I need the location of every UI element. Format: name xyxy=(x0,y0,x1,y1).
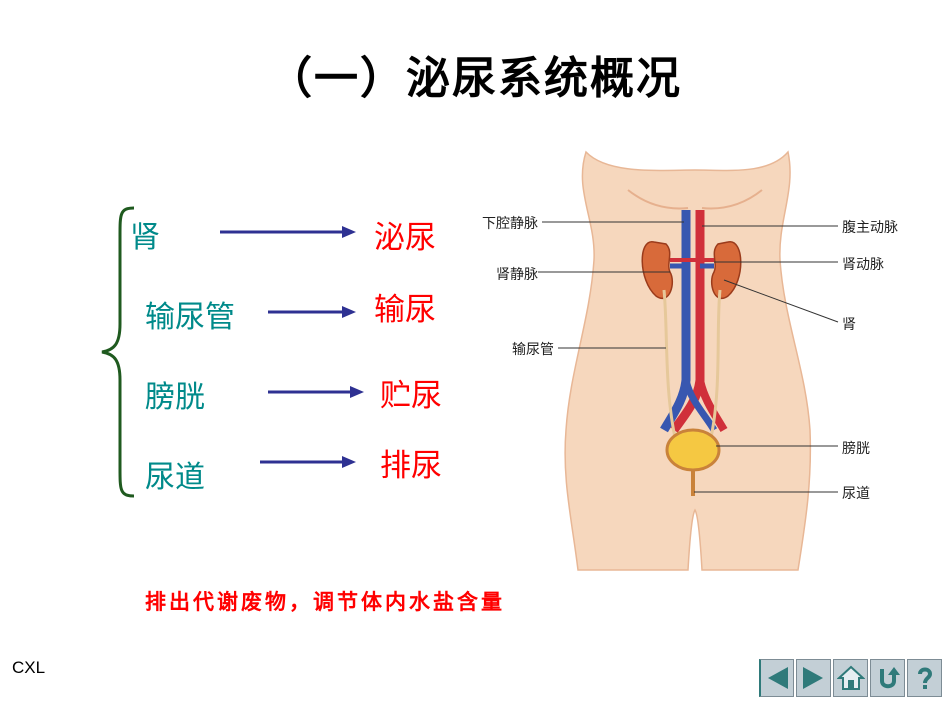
arrow-2 xyxy=(268,306,356,318)
label-kidney: 肾 xyxy=(842,317,856,333)
help-button[interactable] xyxy=(907,659,942,697)
help-icon xyxy=(917,667,932,689)
slide-navigation xyxy=(759,659,942,700)
function-excrete-label: 排尿 xyxy=(380,448,442,484)
label-ureter: 输尿管 xyxy=(512,342,554,358)
label-abdominal-aorta: 腹主动脉 xyxy=(842,220,898,236)
urinary-system-illustration xyxy=(538,150,839,571)
label-inferior-vena-cava: 下腔静脉 xyxy=(482,216,538,232)
label-renal-vein: 肾静脉 xyxy=(496,267,538,283)
return-button[interactable] xyxy=(870,659,905,697)
organ-bladder-label: 膀胱 xyxy=(145,380,205,415)
function-secrete-label: 泌尿 xyxy=(374,220,436,256)
prev-icon xyxy=(768,667,788,689)
label-bladder: 膀胱 xyxy=(842,441,870,457)
author-tag: CXL xyxy=(12,658,46,677)
slide-title: （一）泌尿系统概况 xyxy=(268,53,682,104)
next-button[interactable] xyxy=(796,659,831,697)
label-renal-artery: 肾动脉 xyxy=(842,257,884,273)
function-store-label: 贮尿 xyxy=(380,378,442,414)
organ-urethra-label: 尿道 xyxy=(145,460,205,495)
label-urethra: 尿道 xyxy=(842,486,870,502)
home-icon xyxy=(836,665,865,690)
arrow-4 xyxy=(260,456,356,468)
prev-button[interactable] xyxy=(759,659,794,697)
return-icon xyxy=(879,667,900,689)
home-button[interactable] xyxy=(833,659,868,697)
arrow-3 xyxy=(268,386,364,398)
organ-ureter-label: 输尿管 xyxy=(145,300,235,335)
function-transport-label: 输尿 xyxy=(374,292,436,328)
arrow-1 xyxy=(220,226,356,238)
next-icon xyxy=(802,667,823,689)
curly-brace xyxy=(101,206,135,498)
summary-text: 排出代谢废物，调节体内水盐含量 xyxy=(145,590,505,614)
organ-kidney-label: 肾 xyxy=(130,220,160,255)
